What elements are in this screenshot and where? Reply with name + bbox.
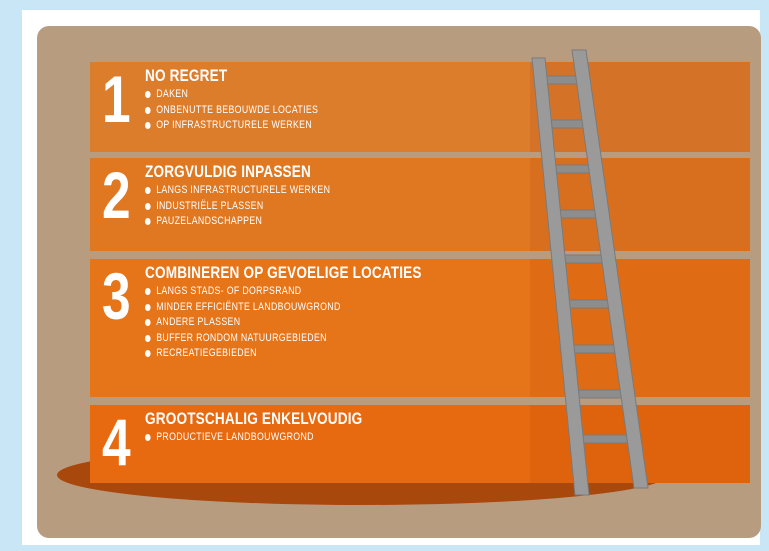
list-item: ANDERE PLASSEN xyxy=(145,315,422,331)
list-item-label: MINDER EFFICIËNTE LANDBOUWGROND xyxy=(156,300,341,313)
bullet-icon xyxy=(145,303,151,311)
bullet-icon xyxy=(145,334,151,342)
list-item: DAKEN xyxy=(145,87,318,103)
list-item: PRODUCTIEVE LANDBOUWGROND xyxy=(145,430,362,446)
list-item: BUFFER RONDOM NATUURGEBIEDEN xyxy=(145,331,422,347)
list-item-label: LANGS INFRASTRUCTURELE WERKEN xyxy=(156,184,331,196)
tier-list: DAKEN ONBENUTTE BEBOUWDE LOCATIES OP INF… xyxy=(145,87,318,134)
list-item-label: RECREATIEGEBIEDEN xyxy=(156,347,257,359)
tier-content: ZORGVULDIG INPASSEN LANGS INFRASTRUCTURE… xyxy=(145,162,330,230)
bullet-icon xyxy=(145,106,151,114)
list-item: ONBENUTTE BEBOUWDE LOCATIES xyxy=(145,103,318,119)
tier-content: NO REGRET DAKEN ONBENUTTE BEBOUWDE LOCAT… xyxy=(145,66,318,134)
tier-2-front xyxy=(90,158,530,251)
tier-number: 4 xyxy=(102,405,131,479)
list-item: OP INFRASTRUCTURELE WERKEN xyxy=(145,118,318,134)
tier-number: 1 xyxy=(102,62,131,136)
bullet-icon xyxy=(145,202,151,210)
list-item-label: DAKEN xyxy=(156,88,189,100)
bullet-icon xyxy=(145,434,151,442)
list-item-label: INDUSTRIËLE PLASSEN xyxy=(156,199,264,212)
list-item-label: PAUZELANDSCHAPPEN xyxy=(156,215,263,227)
list-item: RECREATIEGEBIEDEN xyxy=(145,346,422,362)
tier-content: GROOTSCHALIG ENKELVOUDIG PRODUCTIEVE LAN… xyxy=(145,409,362,446)
tier-4-front xyxy=(90,405,530,483)
tier-title: COMBINEREN OP GEVOELIGE LOCATIES xyxy=(145,263,422,282)
list-item-label: ANDERE PLASSEN xyxy=(156,316,241,328)
list-item: LANGS STADS- OF DORPSRAND xyxy=(145,284,422,300)
bullet-icon xyxy=(145,218,151,226)
list-item-label: BUFFER RONDOM NATUURGEBIEDEN xyxy=(156,331,327,344)
bullet-icon xyxy=(145,319,151,327)
tier-number: 3 xyxy=(102,259,131,333)
tier-1-front xyxy=(90,62,530,152)
list-item: LANGS INFRASTRUCTURELE WERKEN xyxy=(145,183,330,199)
bullet-icon xyxy=(145,122,151,130)
list-item-label: ONBENUTTE BEBOUWDE LOCATIES xyxy=(156,103,319,116)
list-item: INDUSTRIËLE PLASSEN xyxy=(145,199,330,215)
bullet-icon xyxy=(145,350,151,358)
list-item-label: PRODUCTIEVE LANDBOUWGROND xyxy=(156,431,314,443)
tier-list: PRODUCTIEVE LANDBOUWGROND xyxy=(145,430,362,446)
bullet-icon xyxy=(145,91,151,99)
tier-title: GROOTSCHALIG ENKELVOUDIG xyxy=(145,409,363,428)
tier-3-front xyxy=(90,259,530,397)
list-item: MINDER EFFICIËNTE LANDBOUWGROND xyxy=(145,300,422,316)
bullet-icon xyxy=(145,187,151,195)
list-item-label: LANGS STADS- OF DORPSRAND xyxy=(156,285,302,297)
tier-title: NO REGRET xyxy=(145,66,228,85)
tier-number: 2 xyxy=(102,158,131,232)
bullet-icon xyxy=(145,288,151,296)
list-item-label: OP INFRASTRUCTURELE WERKEN xyxy=(156,119,313,131)
tier-list: LANGS STADS- OF DORPSRAND MINDER EFFICIË… xyxy=(145,284,422,362)
tier-list: LANGS INFRASTRUCTURELE WERKEN INDUSTRIËL… xyxy=(145,183,330,230)
tier-title: ZORGVULDIG INPASSEN xyxy=(145,162,312,181)
tier-content: COMBINEREN OP GEVOELIGE LOCATIES LANGS S… xyxy=(145,263,422,362)
list-item: PAUZELANDSCHAPPEN xyxy=(145,214,330,230)
